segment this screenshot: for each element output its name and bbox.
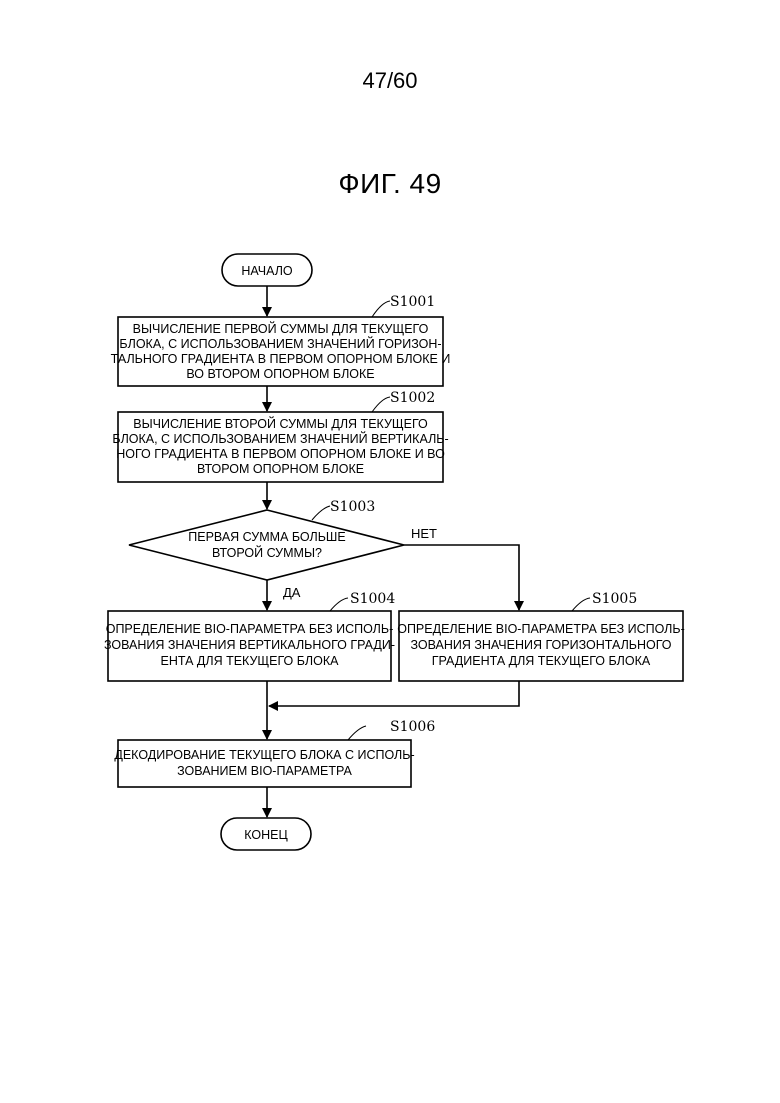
s1001-ref: S1001 bbox=[390, 294, 435, 310]
s1003-line-2: ВТОРОЙ СУММЫ? bbox=[212, 545, 322, 560]
s1004-line-1: ОПРЕДЕЛЕНИЕ BIO-ПАРАМЕТРА БЕЗ ИСПОЛЬ- bbox=[106, 622, 394, 636]
end-terminal: КОНЕЦ bbox=[221, 818, 311, 850]
s1006-ref: S1006 bbox=[390, 719, 435, 735]
step-s1004: ОПРЕДЕЛЕНИЕ BIO-ПАРАМЕТРА БЕЗ ИСПОЛЬ- ЗО… bbox=[104, 591, 395, 681]
s1002-line-4: ВТОРОМ ОПОРНОМ БЛОКЕ bbox=[197, 462, 364, 476]
s1005-line-3: ГРАДИЕНТА ДЛЯ ТЕКУЩЕГО БЛОКА bbox=[432, 654, 651, 668]
s1005-ref: S1005 bbox=[592, 591, 637, 607]
s1006-leader-line bbox=[348, 726, 366, 740]
s1002-ref: S1002 bbox=[390, 390, 435, 406]
decision-s1003: ПЕРВАЯ СУММА БОЛЬШЕ ВТОРОЙ СУММЫ? S1003 bbox=[129, 499, 404, 580]
start-terminal: НАЧАЛО bbox=[222, 254, 312, 286]
yes-label: ДА bbox=[283, 585, 301, 600]
s1001-line-2: БЛОКА, С ИСПОЛЬЗОВАНИЕМ ЗНАЧЕНИЙ ГОРИЗОН… bbox=[119, 336, 441, 351]
s1002-leader-line bbox=[372, 397, 390, 412]
s1004-line-2: ЗОВАНИЯ ЗНАЧЕНИЯ ВЕРТИКАЛЬНОГО ГРАДИ- bbox=[104, 638, 395, 652]
edge-no-s1005 bbox=[404, 545, 519, 610]
s1005-line-2: ЗОВАНИЯ ЗНАЧЕНИЯ ГОРИЗОНТАЛЬНОГО bbox=[410, 638, 671, 652]
s1005-line-1: ОПРЕДЕЛЕНИЕ BIO-ПАРАМЕТРА БЕЗ ИСПОЛЬ- bbox=[397, 622, 685, 636]
no-label: НЕТ bbox=[411, 526, 437, 541]
s1002-line-1: ВЫЧИСЛЕНИЕ ВТОРОЙ СУММЫ ДЛЯ ТЕКУЩЕГО bbox=[133, 416, 428, 431]
start-label: НАЧАЛО bbox=[241, 264, 293, 278]
step-s1005: ОПРЕДЕЛЕНИЕ BIO-ПАРАМЕТРА БЕЗ ИСПОЛЬ- ЗО… bbox=[397, 591, 685, 681]
s1004-ref: S1004 bbox=[350, 591, 395, 607]
step-s1002: ВЫЧИСЛЕНИЕ ВТОРОЙ СУММЫ ДЛЯ ТЕКУЩЕГО БЛО… bbox=[112, 390, 448, 482]
s1005-leader-line bbox=[572, 598, 590, 611]
s1004-leader-line bbox=[330, 598, 348, 611]
s1001-leader-line bbox=[372, 301, 390, 317]
s1001-line-4: ВО ВТОРОМ ОПОРНОМ БЛОКЕ bbox=[186, 367, 374, 381]
s1003-leader-line bbox=[312, 506, 330, 520]
s1002-line-2: БЛОКА, С ИСПОЛЬЗОВАНИЕМ ЗНАЧЕНИЙ ВЕРТИКА… bbox=[112, 431, 448, 446]
s1002-line-3: НОГО ГРАДИЕНТА В ПЕРВОМ ОПОРНОМ БЛОКЕ И … bbox=[116, 447, 445, 461]
end-label: КОНЕЦ bbox=[244, 828, 288, 842]
s1004-line-3: ЕНТА ДЛЯ ТЕКУЩЕГО БЛОКА bbox=[161, 654, 340, 668]
s1006-line-1: ДЕКОДИРОВАНИЕ ТЕКУЩЕГО БЛОКА С ИСПОЛЬ- bbox=[114, 748, 414, 762]
s1006-line-2: ЗОВАНИЕМ BIO-ПАРАМЕТРА bbox=[177, 764, 352, 778]
s1003-ref: S1003 bbox=[330, 499, 375, 515]
edge-s1005-merge bbox=[269, 681, 519, 706]
s1003-line-1: ПЕРВАЯ СУММА БОЛЬШЕ bbox=[188, 530, 345, 544]
s1001-line-3: ТАЛЬНОГО ГРАДИЕНТА В ПЕРВОМ ОПОРНОМ БЛОК… bbox=[111, 352, 451, 366]
step-s1006: ДЕКОДИРОВАНИЕ ТЕКУЩЕГО БЛОКА С ИСПОЛЬ- З… bbox=[114, 719, 435, 787]
s1001-line-1: ВЫЧИСЛЕНИЕ ПЕРВОЙ СУММЫ ДЛЯ ТЕКУЩЕГО bbox=[133, 321, 429, 336]
step-s1001: ВЫЧИСЛЕНИЕ ПЕРВОЙ СУММЫ ДЛЯ ТЕКУЩЕГО БЛО… bbox=[111, 294, 451, 386]
